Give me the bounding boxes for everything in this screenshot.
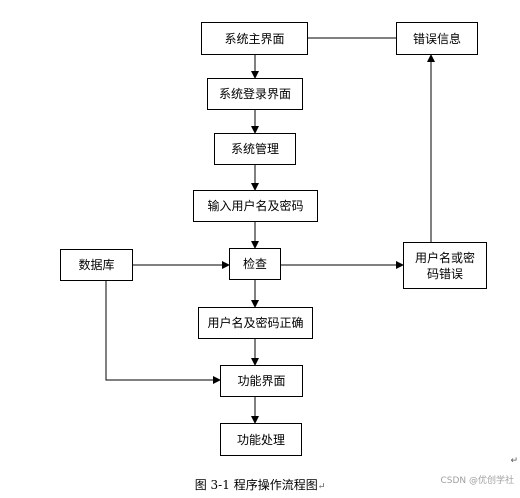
side-return-mark: ↵	[510, 456, 518, 466]
node-error-info-label: 错误信息	[412, 31, 461, 46]
figure-caption: 图 3-1 程序操作流程图↵	[0, 476, 520, 493]
node-function-process: 功能处理	[220, 423, 302, 456]
node-function-ui: 功能界面	[220, 365, 303, 397]
node-user-pwd-error: 用户名或密码错误	[403, 242, 487, 289]
node-main-ui-label: 系统主界面	[224, 31, 285, 46]
node-login-ui-label: 系统登录界面	[218, 87, 291, 101]
arrow-database-to-function-ui	[105, 281, 221, 384]
node-database: 数据库	[60, 249, 133, 281]
node-user-pwd-correct: 用户名及密码正确	[198, 307, 313, 339]
node-check-label: 检查	[242, 257, 267, 271]
node-user-pwd-correct-label: 用户名及密码正确	[207, 316, 304, 330]
node-system-mgmt: 系统管理	[214, 133, 296, 165]
figure-caption-text: 图 3-1 程序操作流程图	[194, 478, 318, 492]
node-system-mgmt-label: 系统管理	[230, 142, 279, 156]
node-database-label: 数据库	[78, 258, 115, 272]
node-input-user-pwd: 输入用户名及密码	[193, 190, 318, 222]
return-mark: ↵	[317, 482, 326, 492]
node-function-ui-label: 功能界面	[237, 374, 286, 388]
node-main-ui: 系统主界面	[201, 22, 308, 55]
node-input-user-pwd-label: 输入用户名及密码	[207, 199, 304, 213]
watermark: CSDN @优创学社	[440, 476, 514, 486]
node-check: 检查	[229, 248, 281, 280]
node-user-pwd-error-label: 用户名或密码错误	[414, 250, 475, 281]
node-login-ui: 系统登录界面	[207, 78, 303, 110]
node-function-process-label: 功能处理	[236, 432, 285, 447]
node-error-info: 错误信息	[396, 22, 478, 55]
